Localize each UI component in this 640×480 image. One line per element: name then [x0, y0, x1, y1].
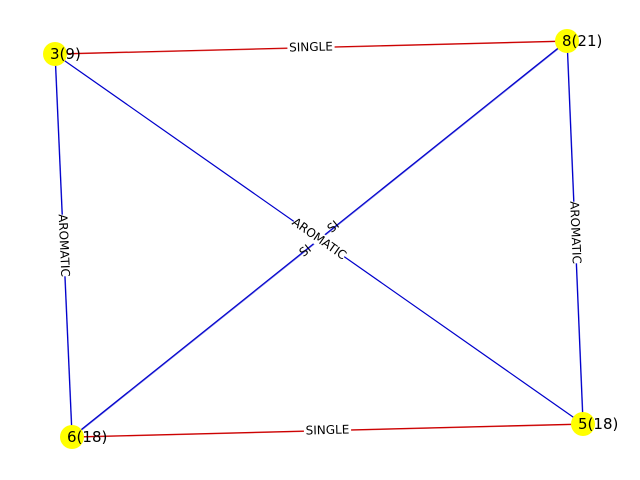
node-circle: [60, 425, 84, 449]
edge-label-8-6-0: SI: [296, 242, 313, 260]
node-6: 6(18): [60, 425, 107, 449]
edge-label-3-8: SINGLE: [289, 39, 333, 54]
edge-label-bg: [55, 214, 72, 277]
node-8: 8(21): [555, 29, 602, 53]
node-label: 5(18): [578, 415, 618, 433]
node-label: 3(9): [50, 45, 81, 63]
edge-label-bg: [566, 201, 584, 264]
edge-label-bg: [287, 39, 335, 56]
edge-label-8-5: AROMATIC: [567, 201, 584, 264]
edge-label-6-5: SINGLE: [305, 422, 349, 437]
edge-label-3-6: AROMATIC: [56, 214, 73, 277]
node-label: 8(21): [562, 32, 602, 50]
nodes-layer: 3(9) 8(21) 6(18) 5(18): [43, 29, 618, 449]
node-circle: [555, 29, 579, 53]
node-circle: [571, 412, 595, 436]
node-label: 6(18): [67, 428, 107, 446]
node-3: 3(9): [43, 42, 81, 66]
node-5: 5(18): [571, 412, 618, 436]
edge-label-bg: [289, 215, 349, 263]
edge-label-bg: [303, 422, 352, 439]
node-circle: [43, 42, 67, 66]
